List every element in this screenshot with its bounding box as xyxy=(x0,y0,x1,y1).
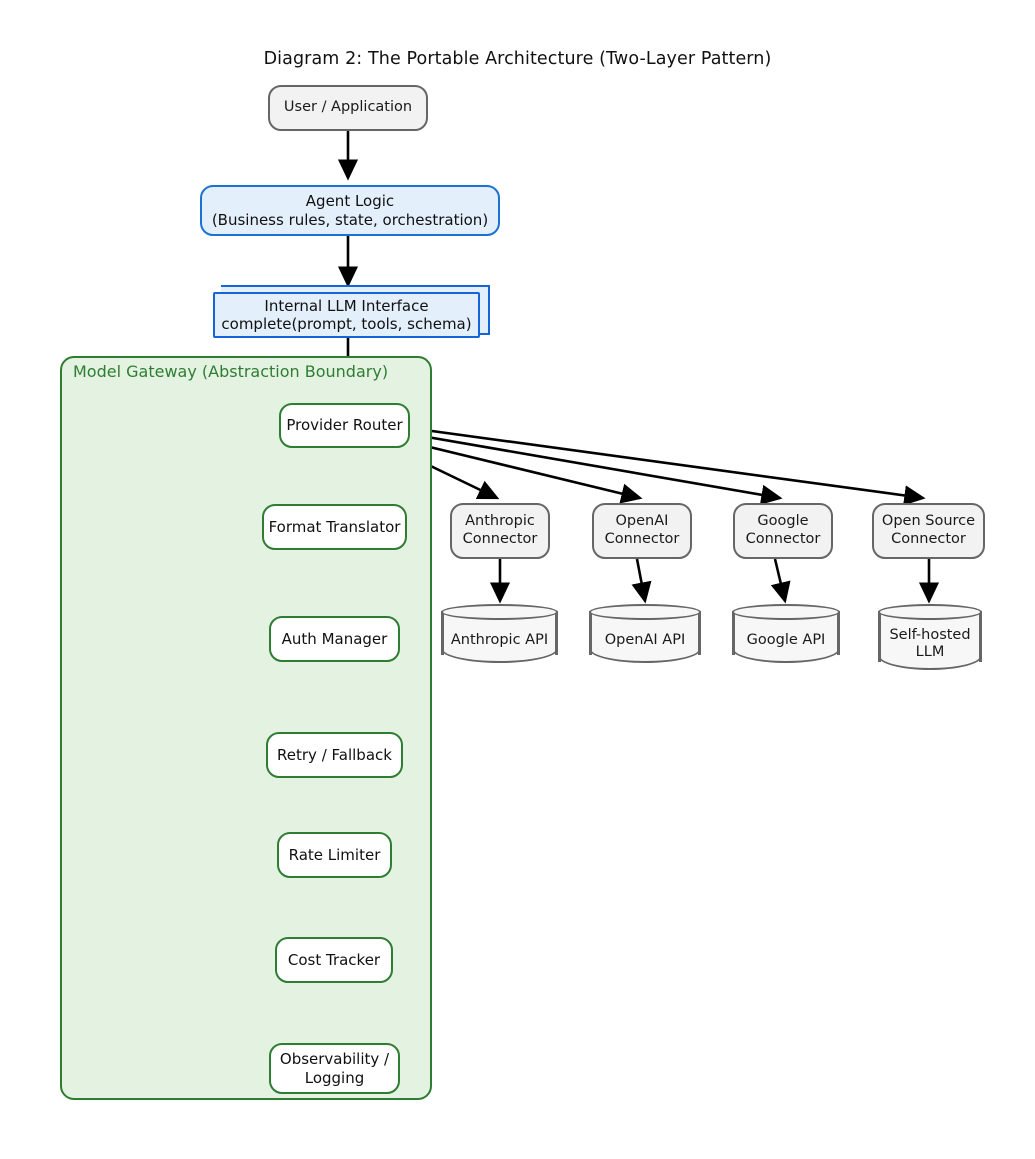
node-user-application[interactable]: User / Application xyxy=(268,85,428,131)
node-observability-logging[interactable]: Observability / Logging xyxy=(269,1043,400,1094)
node-internal-llm-interface[interactable]: Internal LLM Interface complete(prompt, … xyxy=(213,292,480,338)
edge-provider-router-to-openai-connector xyxy=(408,440,643,504)
node-anthropic-api[interactable]: Anthropic API xyxy=(441,604,558,663)
cylinder-top-ellipse xyxy=(878,604,982,620)
cylinder-left-edge xyxy=(589,612,592,655)
model-gateway-label: Model Gateway (Abstraction Boundary) xyxy=(73,362,389,381)
node-rate-limiter[interactable]: Rate Limiter xyxy=(277,832,392,878)
cylinder-top-ellipse xyxy=(732,604,840,620)
node-openai-connector[interactable]: OpenAI Connector xyxy=(592,503,692,559)
edge-openai-connector-to-openai-api xyxy=(631,558,652,604)
openai-api-label: OpenAI API xyxy=(604,631,686,648)
cylinder-top-ellipse xyxy=(589,604,701,620)
cylinder-left-edge xyxy=(878,612,881,662)
node-agent-logic[interactable]: Agent Logic (Business rules, state, orch… xyxy=(200,185,500,236)
node-anthropic-connector[interactable]: Anthropic Connector xyxy=(450,503,550,559)
anthropic-api-label: Anthropic API xyxy=(450,631,549,648)
cylinder-right-edge xyxy=(555,612,558,655)
node-retry-fallback[interactable]: Retry / Fallback xyxy=(266,732,403,778)
node-self-hosted-llm[interactable]: Self-hosted LLM xyxy=(878,604,982,670)
node-google-api[interactable]: Google API xyxy=(732,604,840,663)
node-open-source-connector[interactable]: Open Source Connector xyxy=(872,503,985,559)
node-format-translator[interactable]: Format Translator xyxy=(262,504,407,550)
edge-provider-router-to-open-source-connector xyxy=(409,426,926,506)
cylinder-right-edge xyxy=(837,612,840,655)
node-provider-router[interactable]: Provider Router xyxy=(279,403,410,448)
cylinder-right-edge xyxy=(979,612,982,662)
node-google-connector[interactable]: Google Connector xyxy=(733,503,833,559)
cylinder-top-ellipse xyxy=(441,604,558,620)
node-auth-manager[interactable]: Auth Manager xyxy=(269,616,400,662)
node-cost-tracker[interactable]: Cost Tracker xyxy=(275,937,393,983)
cylinder-left-edge xyxy=(441,612,444,655)
model-gateway-container xyxy=(60,356,432,1100)
edge-google-connector-to-google-api xyxy=(770,558,791,604)
self-hosted-llm-label: Self-hosted LLM xyxy=(889,626,971,660)
diagram-title: Diagram 2: The Portable Architecture (Tw… xyxy=(263,49,772,69)
node-openai-api[interactable]: OpenAI API xyxy=(589,604,701,663)
cylinder-right-edge xyxy=(698,612,701,655)
google-api-label: Google API xyxy=(746,631,826,648)
edge-provider-router-to-google-connector xyxy=(409,432,783,505)
cylinder-left-edge xyxy=(732,612,735,655)
